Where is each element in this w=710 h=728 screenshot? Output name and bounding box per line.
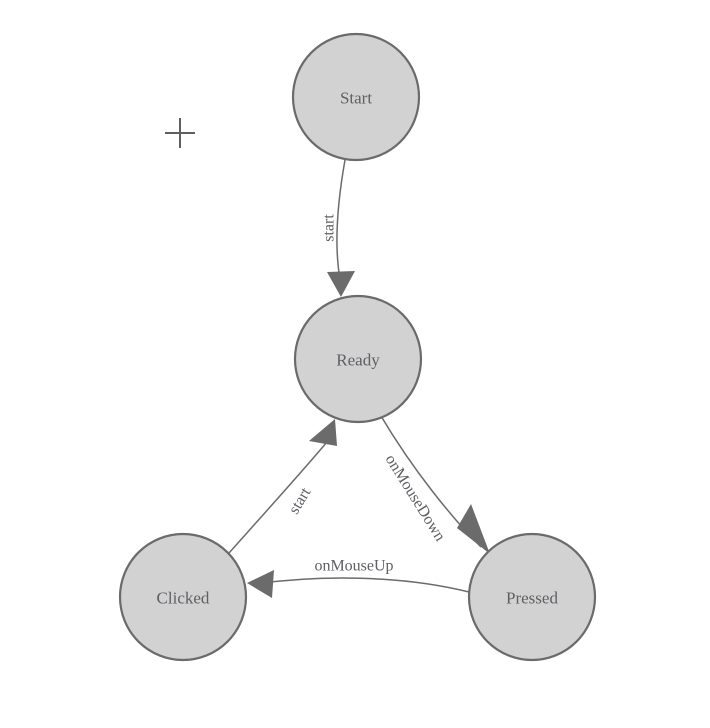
edge-ready-to-pressed-arrowhead xyxy=(457,504,490,554)
node-clicked-circle[interactable] xyxy=(118,532,248,662)
edge-label-pressed-to-clicked: onMouseUp xyxy=(314,558,393,575)
node-pressed[interactable]: Pressed xyxy=(467,532,597,662)
node-start[interactable]: Start xyxy=(291,32,421,162)
node-ready-circle[interactable] xyxy=(293,294,423,424)
node-start-label: Start xyxy=(340,89,372,108)
edge-clicked-to-ready-arrowhead xyxy=(309,419,337,446)
edge-start-to-ready-path[interactable] xyxy=(336,159,346,280)
node-clicked-label: Clicked xyxy=(157,589,210,608)
crosshair-icon xyxy=(165,118,195,148)
node-pressed-circle[interactable] xyxy=(467,532,597,662)
node-ready[interactable]: Ready xyxy=(293,294,423,424)
edge-pressed-to-clicked[interactable]: onMouseUp xyxy=(247,558,470,599)
edge-start-to-ready-arrowhead xyxy=(327,271,355,297)
edge-pressed-to-clicked-arrowhead xyxy=(247,570,274,598)
node-ready-label: Ready xyxy=(336,351,380,370)
node-pressed-label: Pressed xyxy=(506,589,558,608)
edge-ready-to-pressed[interactable]: onMouseDown xyxy=(380,415,490,554)
edge-start-to-ready[interactable]: start xyxy=(321,159,356,297)
node-clicked[interactable]: Clicked xyxy=(118,532,248,662)
node-start-circle[interactable] xyxy=(291,32,421,162)
edge-pressed-to-clicked-path[interactable] xyxy=(253,577,470,593)
edge-clicked-to-ready[interactable]: start xyxy=(228,419,337,554)
edge-label-start-to-ready: start xyxy=(321,214,338,242)
edge-label-clicked-to-ready: start xyxy=(286,484,315,517)
edge-clicked-to-ready-path[interactable] xyxy=(228,441,328,554)
